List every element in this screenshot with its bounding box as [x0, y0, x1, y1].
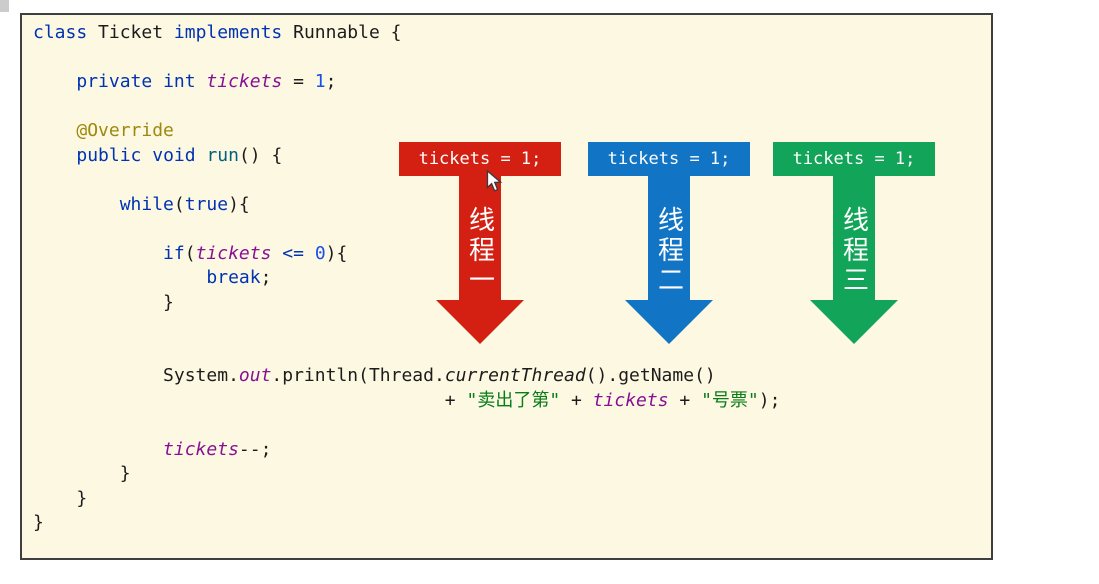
code-line: break;: [206, 267, 272, 288]
arrow-stem: 线程三: [833, 175, 875, 300]
arrow-head-triangle: [810, 300, 898, 344]
arrow-head-triangle: [625, 300, 713, 344]
code-line: class Ticket implements Runnable {: [33, 22, 402, 43]
arrow-header-label: tickets = 1;: [588, 142, 750, 176]
mouse-cursor-icon: [486, 170, 503, 192]
code-line: public void run() {: [76, 144, 283, 166]
arrow-thread-label: 线程二: [653, 205, 684, 296]
code-line: tickets--;: [163, 438, 272, 460]
arrow-header-label: tickets = 1;: [399, 142, 561, 176]
arrow-thread-label: 线程三: [838, 205, 869, 296]
code-panel: class Ticket implements Runnable { priva…: [20, 13, 993, 560]
thread-arrow-2: tickets = 1; 线程二: [588, 142, 750, 344]
arrow-header-label: tickets = 1;: [773, 142, 935, 176]
thread-arrow-1: tickets = 1; 线程一: [399, 142, 561, 344]
code-line: }: [33, 512, 44, 533]
code-line: if(tickets <= 0){: [163, 242, 348, 264]
code-line: + "卖出了第" + tickets + "号票");: [33, 389, 781, 411]
code-line: System.out.println(Thread.currentThread(…: [33, 365, 716, 386]
code-line: [33, 46, 991, 71]
code-line: @Override: [76, 120, 174, 141]
code-line: }: [33, 463, 131, 484]
arrow-stem: 线程二: [648, 175, 690, 300]
code-line: [33, 95, 991, 120]
thread-arrow-3: tickets = 1; 线程三: [773, 142, 935, 344]
code-line: [33, 413, 991, 438]
code-line: }: [33, 291, 174, 313]
arrow-stem: 线程一: [459, 175, 501, 300]
code-line: while(true){: [119, 193, 250, 215]
code-block: class Ticket implements Runnable { priva…: [22, 15, 991, 536]
arrow-head-triangle: [436, 300, 524, 344]
arrow-thread-label: 线程一: [464, 205, 495, 296]
corner-artifact: [0, 0, 9, 12]
code-line: }: [33, 487, 88, 509]
code-line: private int tickets = 1;: [76, 71, 337, 92]
